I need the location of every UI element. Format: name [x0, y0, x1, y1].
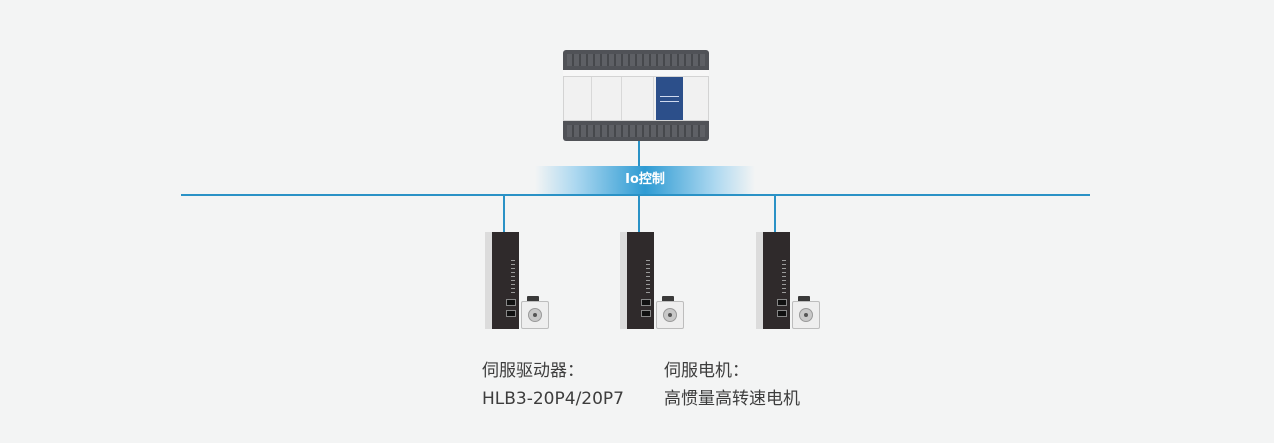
motor-ring	[663, 308, 677, 322]
motor-shaft	[804, 313, 808, 317]
drive-body	[492, 232, 519, 329]
drive-bus-link	[774, 195, 776, 232]
plc-panel-cell	[564, 77, 592, 120]
drive-side-panel	[620, 232, 627, 329]
drive-port	[641, 299, 651, 306]
drive-caption-title: 伺服驱动器：	[482, 361, 584, 381]
drive-bus-link	[638, 195, 640, 232]
motor-connector	[662, 296, 674, 302]
plc-panel-cell	[592, 77, 622, 120]
servo-motor-icon	[521, 296, 549, 330]
io-bus-line	[181, 194, 1090, 196]
bus-label: Io控制	[625, 172, 665, 187]
bus-label-glow	[535, 166, 755, 194]
motor-connector	[798, 296, 810, 302]
motor-shaft	[668, 313, 672, 317]
drive-terminals	[511, 260, 515, 294]
drive-terminals	[646, 260, 650, 294]
drive-port	[777, 299, 787, 306]
drive-body	[763, 232, 790, 329]
servo-motor-icon	[792, 296, 820, 330]
motor-flange	[792, 301, 820, 329]
motor-ring	[528, 308, 542, 322]
drive-terminals	[782, 260, 786, 294]
servo-motor-icon	[656, 296, 684, 330]
drive-port	[506, 299, 516, 306]
drive-port	[506, 310, 516, 317]
drive-port	[777, 310, 787, 317]
plc-front-panel	[563, 76, 709, 121]
drive-side-panel	[485, 232, 492, 329]
plc-top-terminals	[563, 50, 709, 70]
motor-flange	[656, 301, 684, 329]
drive-body	[627, 232, 654, 329]
motor-connector	[527, 296, 539, 302]
motor-flange	[521, 301, 549, 329]
servo-drive-icon	[485, 232, 519, 329]
plc-blue-module	[656, 77, 683, 120]
servo-drive-icon	[756, 232, 790, 329]
plc-controller-icon	[563, 50, 709, 141]
drive-side-panel	[756, 232, 763, 329]
motor-caption-model: 高惯量高转速电机	[664, 389, 800, 409]
plc-bottom-terminals	[563, 121, 709, 141]
plc-panel-cell	[622, 77, 654, 120]
motor-shaft	[533, 313, 537, 317]
drive-bus-link	[503, 195, 505, 232]
drive-port	[641, 310, 651, 317]
drive-caption-model: HLB3-20P4/20P7	[482, 389, 624, 409]
servo-drive-icon	[620, 232, 654, 329]
motor-ring	[799, 308, 813, 322]
motor-caption-title: 伺服电机：	[664, 361, 749, 381]
